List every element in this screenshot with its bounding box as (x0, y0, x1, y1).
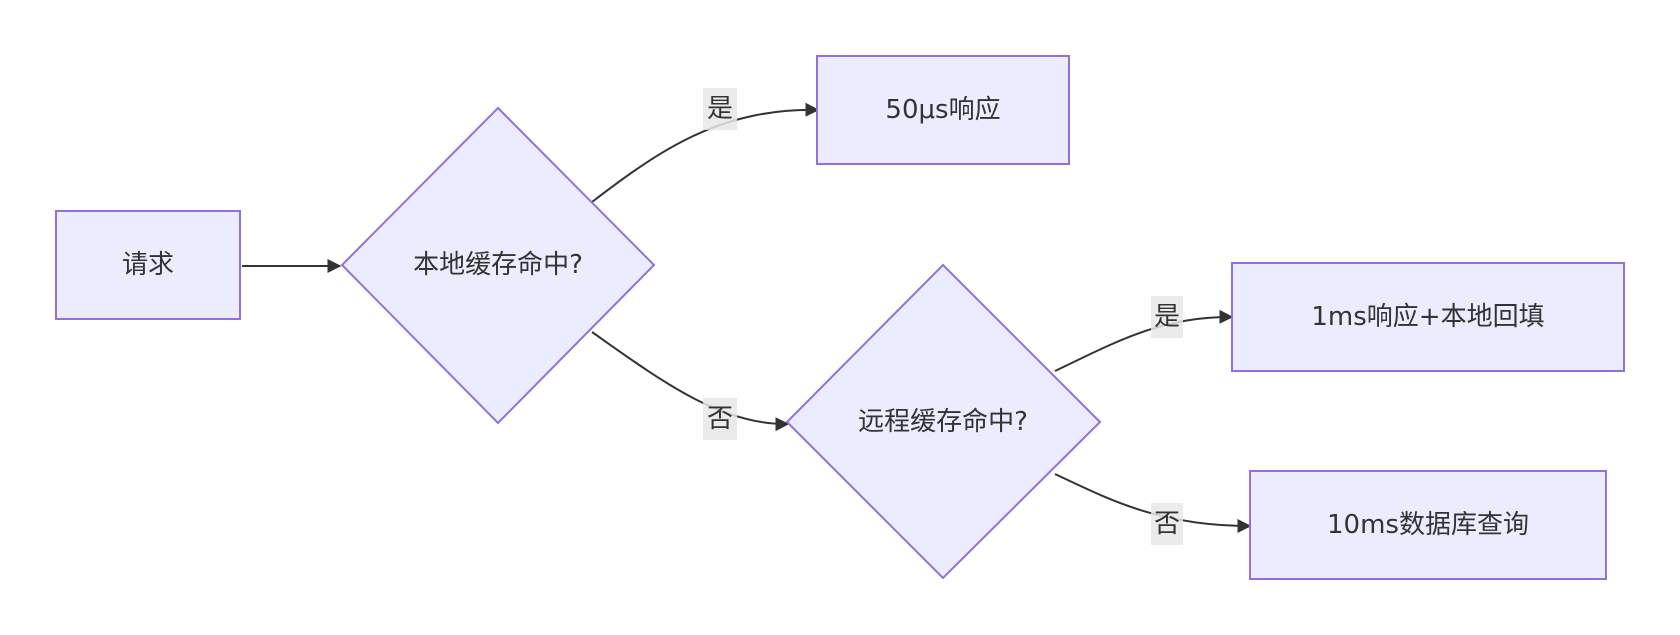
node-database-query-label: 10ms数据库查询 (1327, 510, 1529, 540)
node-remote-cache-decision: 远程缓存命中? (785, 263, 1102, 580)
node-request-label: 请求 (122, 250, 174, 280)
edge-label-text: 否 (1154, 509, 1180, 539)
edge-label-local-no: 否 (703, 398, 737, 440)
edge-label-text: 是 (1154, 302, 1180, 332)
node-remote-cache-decision-label: 远程缓存命中? (858, 407, 1028, 437)
edge-label-remote-yes: 是 (1151, 296, 1183, 338)
node-response-1ms: 1ms响应+本地回填 (1231, 262, 1625, 372)
node-response-50us-label: 50μs响应 (885, 95, 1000, 125)
edge-remote-cache-no (1054, 473, 1252, 533)
edge-remote-cache-yes (1054, 309, 1234, 372)
edge-label-remote-no: 否 (1151, 503, 1183, 545)
node-response-1ms-label: 1ms响应+本地回填 (1311, 302, 1544, 332)
node-request: 请求 (55, 210, 241, 320)
node-response-50us: 50μs响应 (816, 55, 1070, 165)
edge-label-text: 是 (707, 94, 733, 124)
node-local-cache-decision: 本地缓存命中? (340, 106, 656, 425)
edge-label-text: 否 (707, 404, 733, 434)
node-database-query: 10ms数据库查询 (1249, 470, 1607, 580)
edge-local-cache-yes (591, 102, 820, 203)
node-local-cache-decision-label: 本地缓存命中? (413, 250, 583, 280)
edge-label-local-yes: 是 (703, 88, 737, 130)
edge-local-cache-no (591, 331, 790, 432)
